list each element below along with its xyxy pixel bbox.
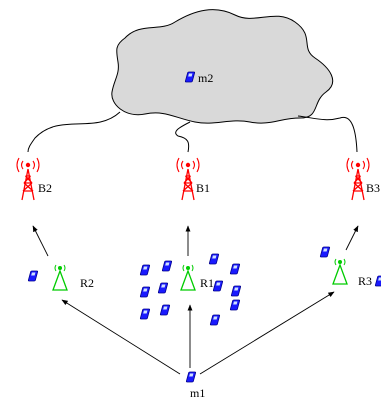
mobile-phone-icon xyxy=(319,246,331,258)
relay-antenna-icon xyxy=(52,264,68,291)
mobile-phone-icon xyxy=(374,275,381,287)
node-label-b1: B1 xyxy=(196,181,210,195)
node-label-b3: B3 xyxy=(366,181,380,195)
wire-cloud-b1 xyxy=(175,121,191,153)
arrow-r3-b3 xyxy=(345,225,359,251)
relay-antenna-icon xyxy=(180,264,196,291)
node-label-r1: R1 xyxy=(200,276,214,290)
mobile-phone-icon xyxy=(139,286,151,298)
relay-antenna-icon xyxy=(332,258,348,285)
node-label-r3: R3 xyxy=(358,274,372,288)
mobile-phone-icon xyxy=(157,282,169,294)
arrow-m1-r3 xyxy=(199,291,335,375)
mobile-phone-icon xyxy=(230,285,242,297)
mobile-phone-icon xyxy=(139,264,151,276)
mobile-phone-icon xyxy=(159,304,171,316)
wire-cloud-b3 xyxy=(297,115,358,153)
node-label-r2: R2 xyxy=(80,276,94,290)
mobile-phone-icon xyxy=(139,308,151,320)
node-label-b2: B2 xyxy=(38,181,52,195)
mobile-phone-icon xyxy=(212,280,224,292)
base-station-tower-icon xyxy=(16,157,40,201)
node-label-m1: m1 xyxy=(190,386,205,400)
mobile-phone-icon xyxy=(161,260,173,272)
mobile-phone-icon xyxy=(185,371,197,383)
mobile-phone-icon xyxy=(209,314,221,326)
mobile-phone-icon xyxy=(229,263,241,275)
mobile-phone-icon xyxy=(229,299,241,311)
wire-cloud-b2 xyxy=(27,111,121,153)
node-label-m2: m2 xyxy=(198,71,213,85)
mobile-phone-icon xyxy=(208,253,220,265)
mobile-phone-icon xyxy=(27,270,39,282)
cloud-icon xyxy=(111,9,334,124)
arrow-m1-r2 xyxy=(61,299,181,375)
arrow-r2-b2 xyxy=(32,225,49,257)
